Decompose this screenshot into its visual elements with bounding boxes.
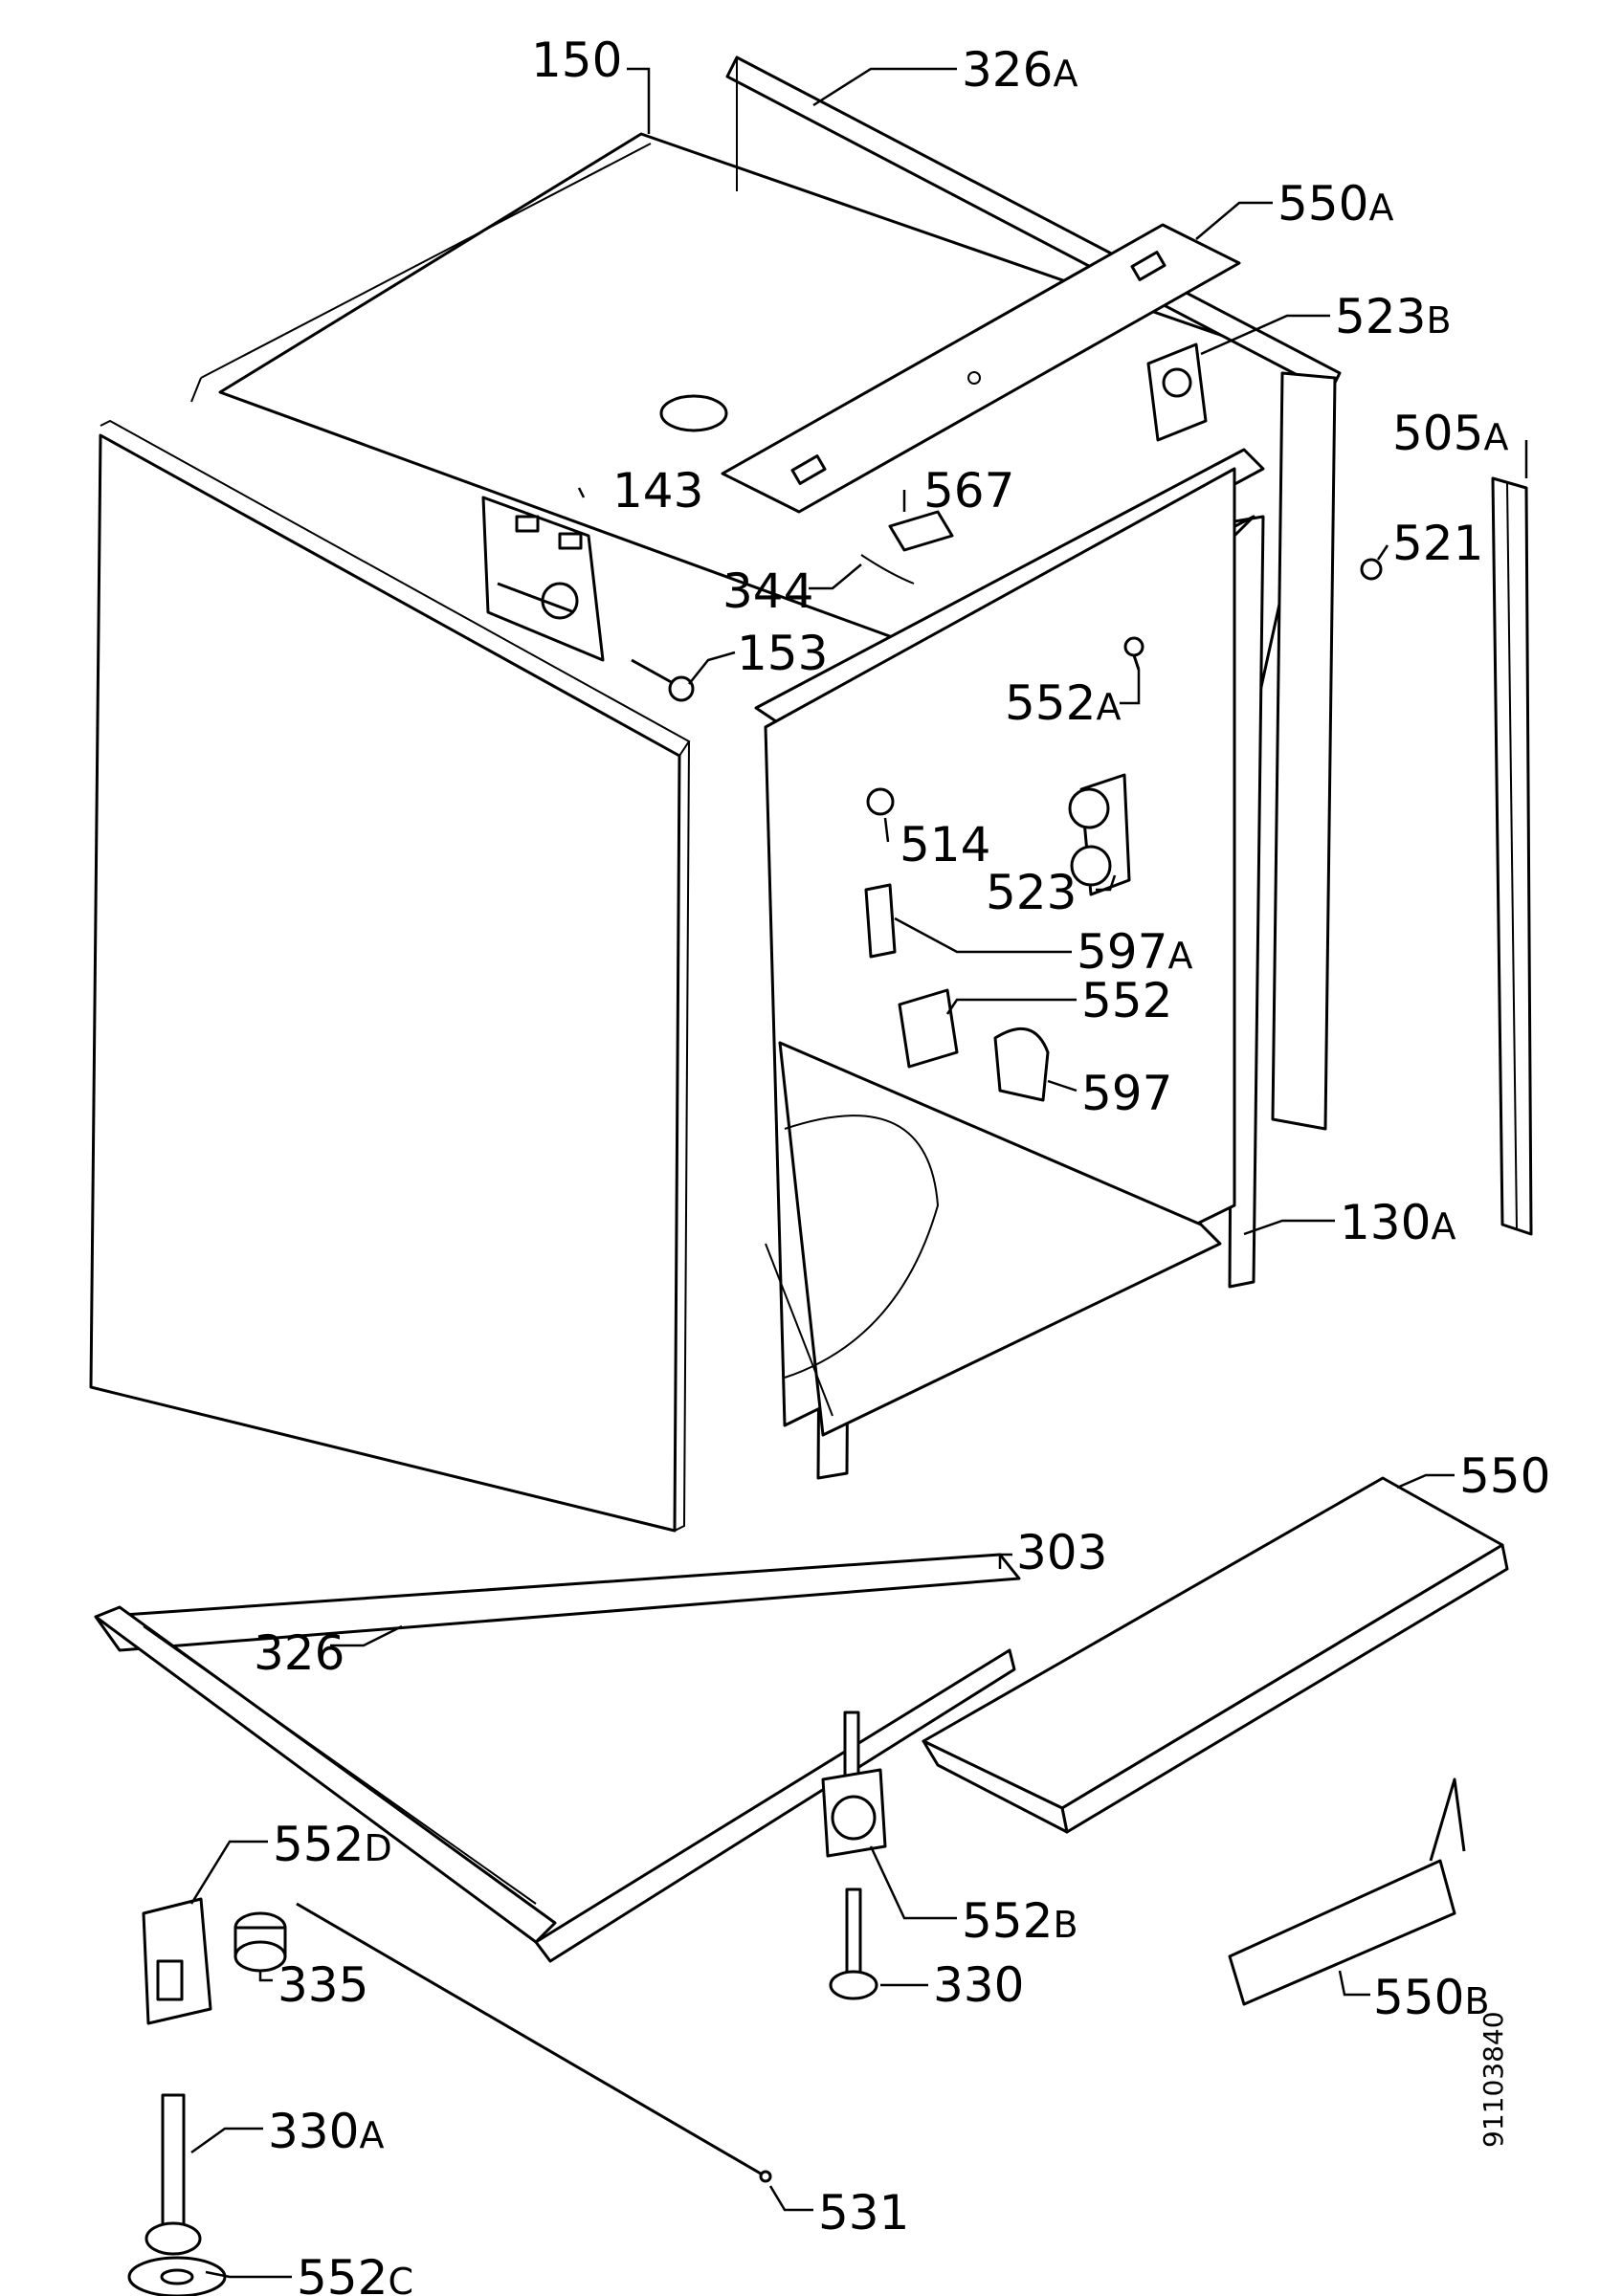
label-552a: 552A xyxy=(1005,675,1121,731)
label-597: 597 xyxy=(1081,1066,1172,1121)
label-597a: 597A xyxy=(1077,924,1192,980)
label-153: 153 xyxy=(737,626,828,681)
nut-521 xyxy=(1360,558,1383,581)
label-567: 567 xyxy=(923,463,1014,519)
top-bracket-550a xyxy=(721,223,1241,514)
label-303: 303 xyxy=(1016,1525,1107,1580)
latch-597 xyxy=(993,1027,1050,1102)
side-panel-326 xyxy=(89,419,691,1533)
label-552d: 552D xyxy=(273,1817,392,1872)
clip-344 xyxy=(860,554,915,585)
label-514: 514 xyxy=(900,817,990,872)
label-326a: 326A xyxy=(962,42,1078,98)
plug-514 xyxy=(866,787,895,816)
label-550: 550 xyxy=(1459,1448,1550,1504)
base-frame-303 xyxy=(94,1553,1021,1963)
label-550a: 550A xyxy=(1278,176,1393,232)
label-523: 523 xyxy=(986,865,1077,920)
rear-frame-326a xyxy=(725,55,1342,1131)
label-550b: 550B xyxy=(1373,1970,1490,2025)
roller-assembly-523 xyxy=(1068,773,1131,896)
label-330a: 330A xyxy=(268,2104,384,2159)
foot-bracket-552d xyxy=(142,1897,212,2025)
bracket-552 xyxy=(898,988,959,1069)
plate-567 xyxy=(888,510,954,552)
hinge-bracket-143 xyxy=(481,496,605,662)
label-505a: 505A xyxy=(1392,406,1508,461)
drawing-number: 91103840 xyxy=(1478,2011,1509,2148)
clip-597a xyxy=(864,883,897,959)
screw-153 xyxy=(631,658,695,702)
label-326: 326 xyxy=(254,1625,344,1681)
screw-330a xyxy=(144,2093,202,2256)
label-335: 335 xyxy=(278,1957,368,2013)
label-552c: 552C xyxy=(297,2250,413,2296)
label-552b: 552B xyxy=(962,1893,1078,1949)
bracket-550b xyxy=(1228,1777,1466,2006)
screw-330 xyxy=(829,1888,878,2000)
hinge-bracket-523b xyxy=(1146,342,1208,442)
gear-335 xyxy=(233,1911,287,1973)
rod-531 xyxy=(296,1902,772,2183)
label-344: 344 xyxy=(722,563,813,619)
label-521: 521 xyxy=(1392,516,1483,571)
tray-550 xyxy=(922,1476,1509,1834)
inner-tub xyxy=(764,467,1236,1437)
foot-pad-552c xyxy=(127,2256,227,2296)
leader-lines xyxy=(189,67,1528,2279)
label-531: 531 xyxy=(818,2185,909,2241)
label-330: 330 xyxy=(933,1957,1024,2013)
part-labels: 150 326A 550A 523B 505A 143 567 521 344 … xyxy=(254,33,1550,2296)
label-523b: 523B xyxy=(1335,289,1452,344)
label-130a: 130A xyxy=(1340,1195,1455,1250)
label-150: 150 xyxy=(531,33,622,88)
foot-bracket-552b xyxy=(821,1711,887,1858)
label-143: 143 xyxy=(612,463,703,519)
label-552: 552 xyxy=(1081,973,1172,1028)
strip-505a xyxy=(1491,476,1533,1236)
screw-552a xyxy=(1123,636,1144,671)
